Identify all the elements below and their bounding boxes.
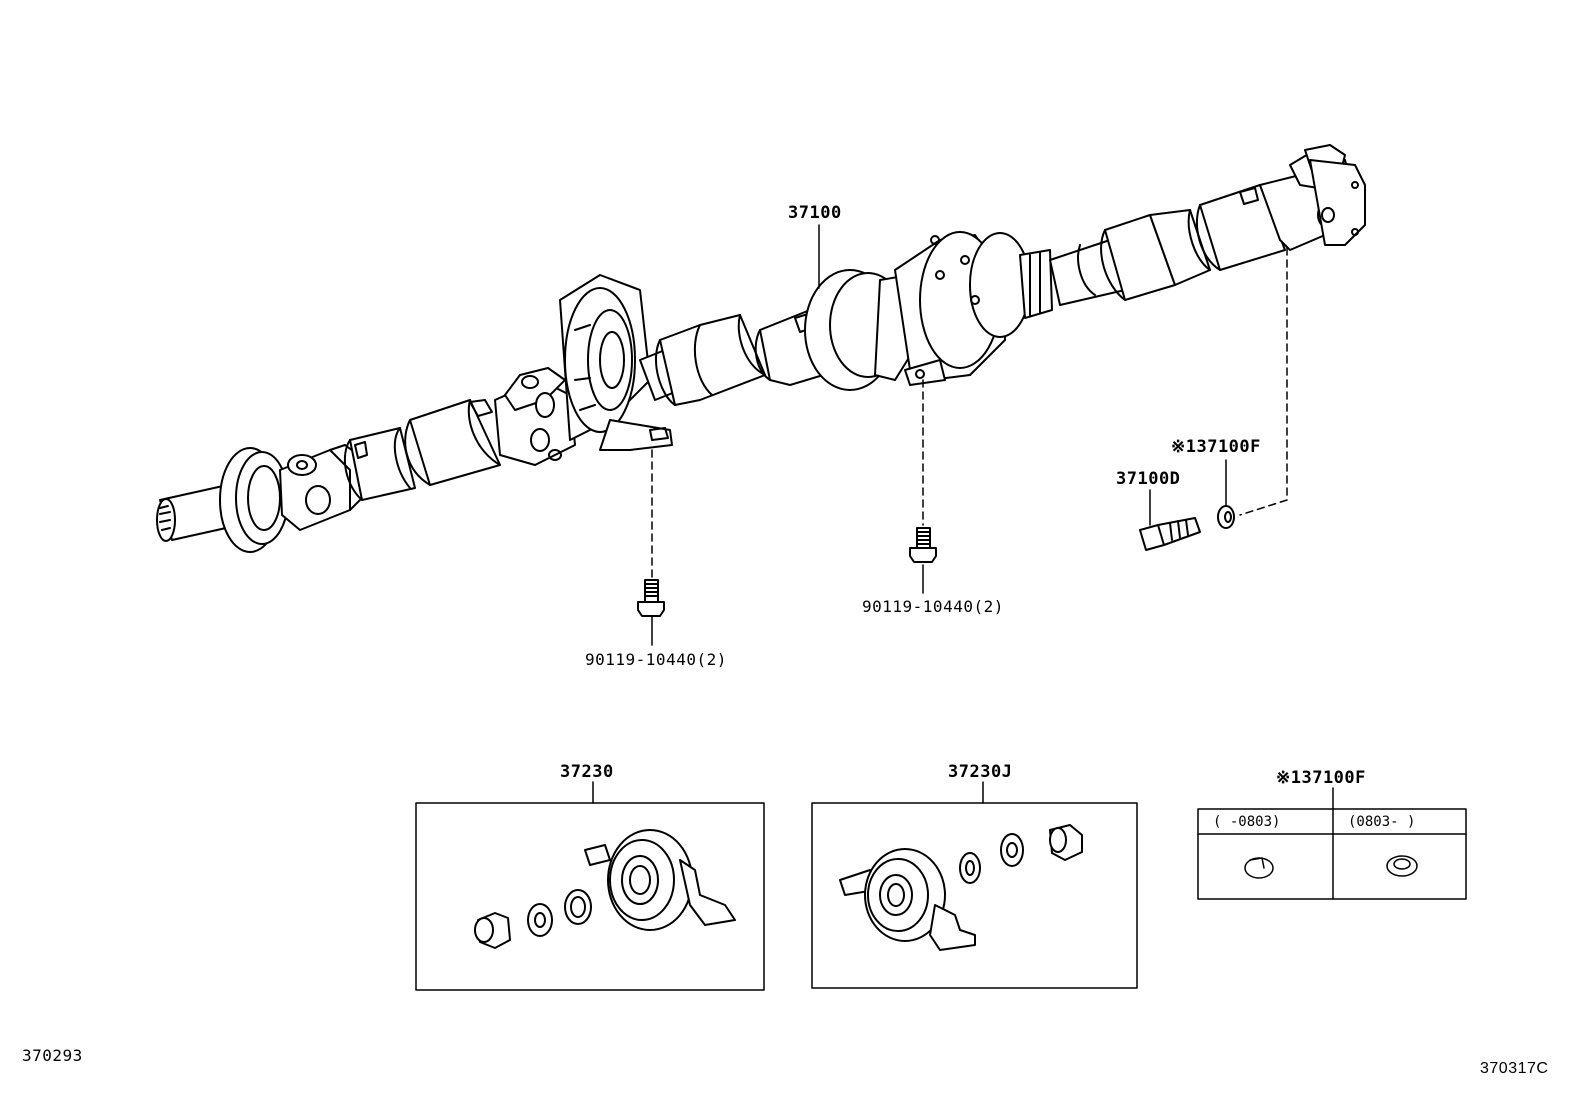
label-flange-bolt: 37100D — [1116, 469, 1181, 489]
kit-37230-parts — [474, 829, 736, 949]
label-bolt-left: 90119-10440(2) — [585, 650, 727, 669]
rear-flange-assembly — [804, 231, 1053, 391]
center-bearing-front — [559, 274, 673, 451]
front-shaft-tube — [404, 399, 501, 486]
label-kit-a: 37230 — [560, 762, 614, 782]
front-universal-joint — [279, 444, 366, 531]
kit-37230j-box — [811, 802, 1138, 989]
bolt-left-part — [637, 579, 665, 617]
bolt-mid-part — [909, 527, 937, 563]
front-slip-tube — [343, 427, 416, 501]
solid-leaders — [592, 224, 1334, 810]
label-bolt-mid: 90119-10440(2) — [862, 597, 1004, 616]
label-washer-table-title: ※137100F — [1276, 768, 1366, 788]
intermediate-universal-joint — [494, 367, 576, 466]
front-flange-ring — [219, 447, 289, 553]
washer-table — [1197, 808, 1467, 900]
label-kit-b: 37230J — [948, 762, 1013, 782]
flange-bolt-part — [1139, 517, 1201, 551]
figure-number-left: 370293 — [22, 1046, 83, 1065]
label-assembly: 37100 — [788, 203, 842, 223]
dashed-leaders — [651, 247, 1288, 579]
label-washer: ※137100F — [1171, 437, 1261, 457]
kit-37230-box — [415, 802, 765, 991]
kit-37230j-parts — [839, 824, 1083, 951]
mid-shaft-segment — [639, 314, 766, 406]
washer-table-col1: ( -0803) — [1213, 814, 1281, 830]
figure-number-right: 370317C — [1480, 1060, 1549, 1077]
rear-universal-joint — [1259, 144, 1366, 251]
washer-table-col2: (0803- ) — [1348, 814, 1416, 830]
washer-part — [1217, 505, 1235, 529]
rear-shaft-tube — [1049, 184, 1286, 306]
